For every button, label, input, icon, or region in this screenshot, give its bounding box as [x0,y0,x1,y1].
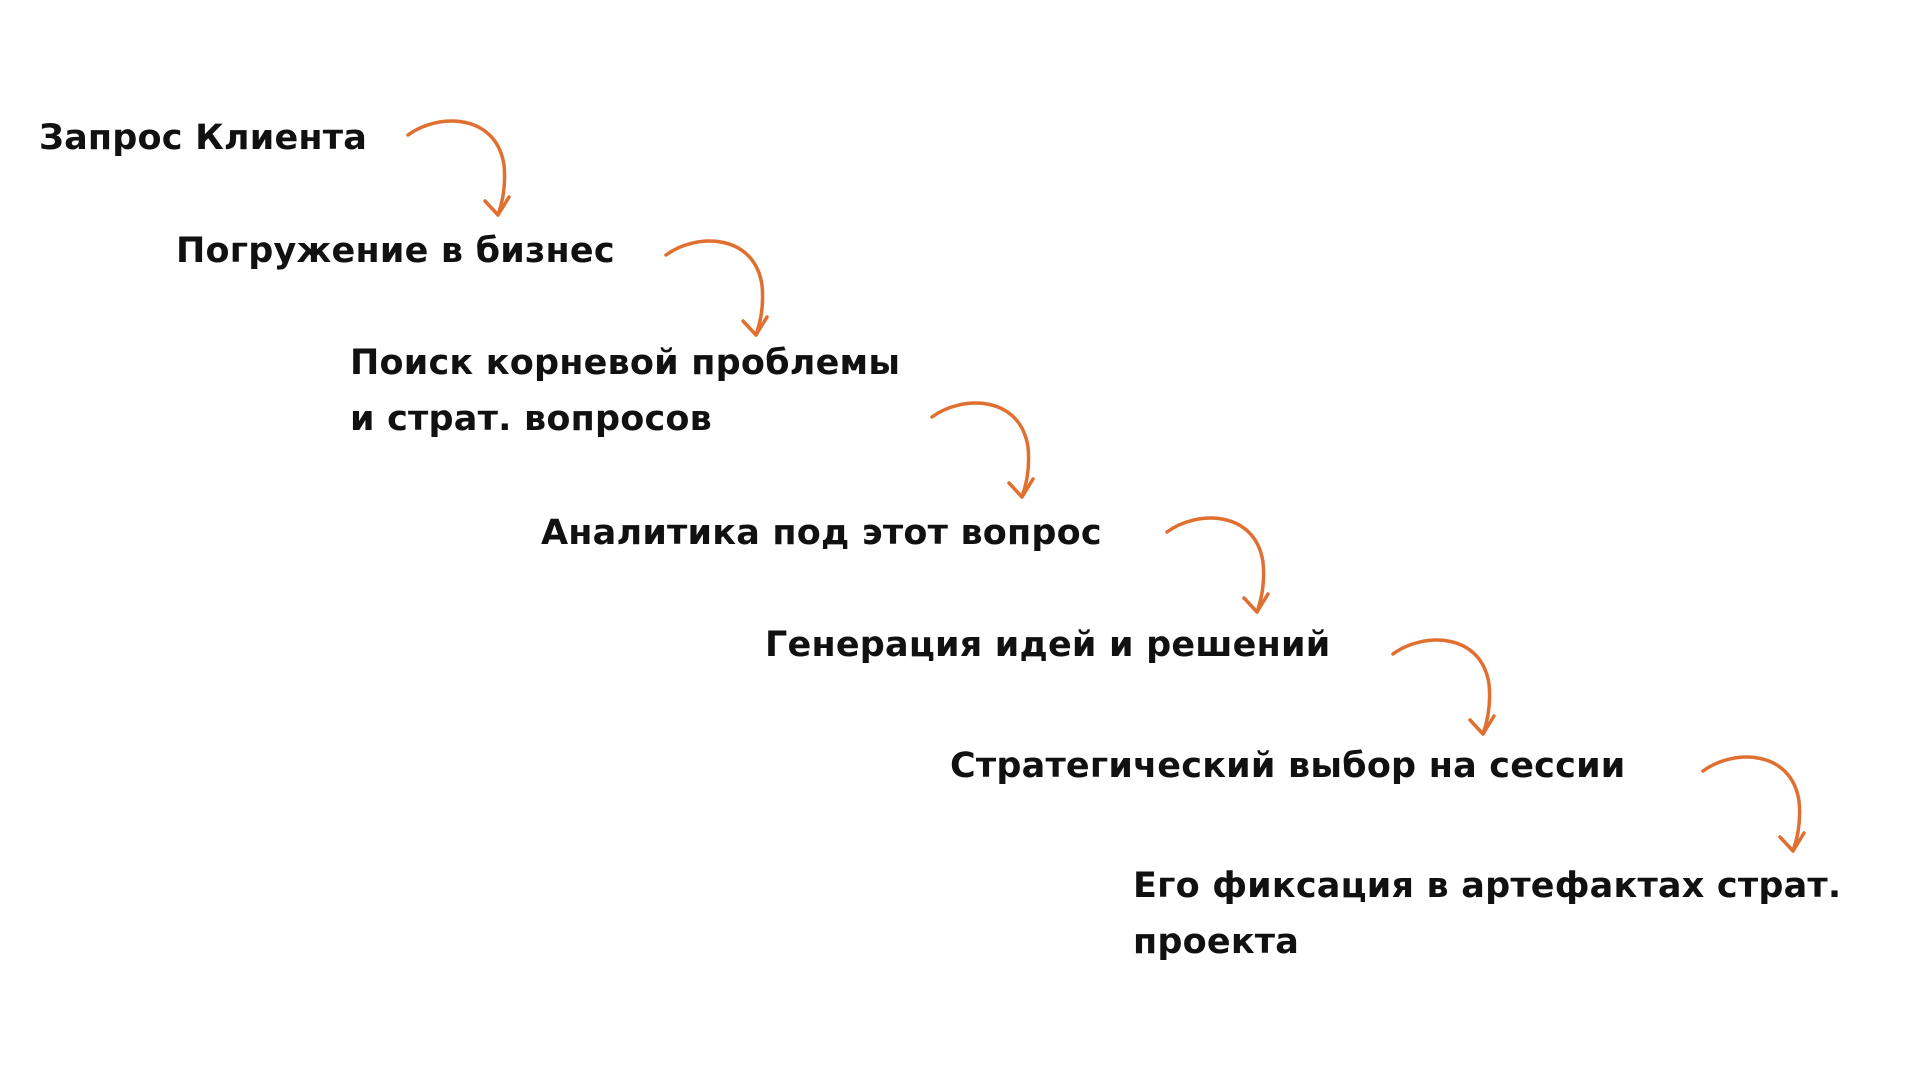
step-root-problem-search: Поиск корневой проблемы и страт. вопросо… [350,335,900,447]
step-label: Аналитика под этот вопрос [541,513,1102,553]
step-label-line-1: Его фиксация в артефактах страт. [1133,866,1842,906]
curved-arrow-down-right-icon [1701,755,1806,853]
curved-arrow-down-right-icon [1391,638,1496,736]
step-idea-generation: Генерация идей и решений [765,617,1330,673]
step-business-immersion: Погружение в бизнес [176,223,615,279]
step-label: Погружение в бизнес [176,231,615,271]
step-label-line-2: и страт. вопросов [350,399,712,439]
step-label: Запрос Клиента [39,118,368,158]
step-client-request: Запрос Клиента [39,110,367,166]
curved-arrow-down-right-icon [1165,516,1270,614]
curved-arrow-down-right-icon [406,119,511,217]
step-label-line-1: Поиск корневой проблемы [350,343,901,383]
step-strategic-choice: Стратегический выбор на сессии [950,738,1626,794]
step-artifact-fixation: Его фиксация в артефактах страт. проекта [1133,858,1841,970]
step-analytics: Аналитика под этот вопрос [541,505,1102,561]
step-label: Генерация идей и решений [765,625,1331,665]
step-label: Стратегический выбор на сессии [950,746,1626,786]
curved-arrow-down-right-icon [930,401,1035,499]
step-label-line-2: проекта [1133,922,1300,962]
curved-arrow-down-right-icon [664,239,769,337]
